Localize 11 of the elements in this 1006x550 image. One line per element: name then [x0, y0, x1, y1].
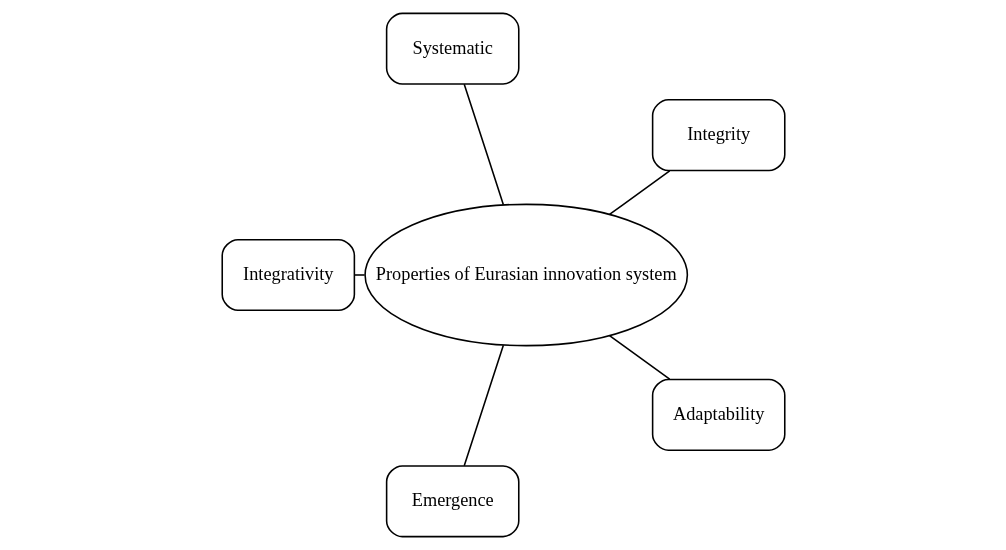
node-box: Systematic	[385, 12, 520, 85]
connector	[462, 344, 504, 467]
node-box: Emergence	[385, 465, 520, 538]
connector	[608, 334, 670, 380]
node-ellipse: Properties of Eurasian innovation system	[363, 203, 688, 347]
connector	[462, 83, 504, 206]
node-box: Integrativity	[220, 238, 355, 312]
node-box: Adaptability	[651, 378, 786, 451]
connector	[608, 170, 670, 216]
node-box: Integrity	[651, 99, 786, 172]
connector	[353, 274, 365, 276]
